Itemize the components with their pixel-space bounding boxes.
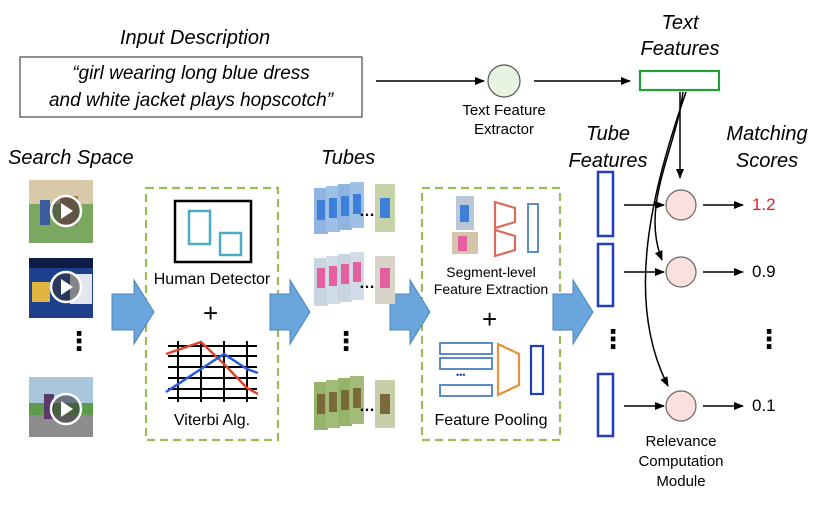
tube-features-line-1: Tube — [585, 123, 631, 145]
viterbi-label: Viterbi Alg. — [173, 412, 251, 429]
tubes-row-1-ellipsis: … — [359, 203, 375, 220]
human-detector-icon — [173, 199, 253, 264]
search-space-title: Search Space — [8, 147, 134, 169]
matching-scores-line-2: Scores — [735, 150, 799, 172]
text-features-line-1: Text — [661, 12, 699, 34]
matching-scores-title: Matching Scores — [712, 121, 822, 175]
relevance-module-label: Relevance Computation Module — [626, 432, 736, 492]
matching-node-3 — [665, 390, 697, 422]
score-2: 0.9 — [752, 262, 776, 281]
arrow-text-to-node-2 — [654, 91, 684, 261]
tube-features-title: Tube Features — [558, 121, 658, 175]
tubes-ellipsis: ⋮ — [333, 326, 359, 356]
matching-node-1 — [665, 189, 697, 221]
text-feature-extractor-line-1: Text Feature — [462, 102, 546, 119]
relevance-module-line-2: Computation — [638, 453, 724, 470]
input-description-box — [19, 56, 363, 118]
arrow-text-to-node-3 — [644, 91, 687, 387]
segment-feature-icon — [452, 196, 539, 258]
input-description-title: Input Description — [120, 27, 271, 49]
input-description-line-1: “girl wearing long blue dress — [72, 63, 310, 84]
feature-plus-sign: + — [482, 304, 498, 334]
matching-scores-ellipsis: ⋮ — [756, 324, 782, 354]
viterbi-trellis-icon — [165, 340, 259, 402]
video-thumbnail-1[interactable] — [29, 180, 93, 243]
text-features-title: Text Features — [625, 10, 735, 62]
feature-pooling-icon — [439, 342, 545, 397]
score-3: 0.1 — [752, 396, 776, 415]
tubes-row-3-ellipsis: … — [359, 398, 375, 415]
block-arrow-1 — [111, 278, 155, 346]
text-features-line-2: Features — [640, 38, 720, 60]
matching-scores-line-1: Matching — [726, 123, 808, 145]
matching-node-2 — [665, 256, 697, 288]
block-arrow-3 — [389, 278, 431, 346]
tube-feature-vector-1 — [596, 170, 615, 238]
segment-feature-line-2: Feature Extraction — [433, 281, 549, 297]
tube-row-1 — [314, 182, 395, 234]
block-arrow-4 — [552, 278, 594, 346]
human-detector-label: Human Detector — [153, 271, 271, 288]
relevance-module-line-1: Relevance — [645, 433, 717, 450]
tube-feature-vector-3 — [596, 372, 615, 438]
video-thumbnail-3[interactable] — [29, 377, 93, 437]
input-description-text: “girl wearing long blue dress and white … — [20, 60, 362, 114]
video-thumbnail-2[interactable] — [29, 258, 93, 318]
tube-features-line-2: Features — [568, 150, 648, 172]
text-features-box — [638, 69, 721, 92]
segment-feature-line-1: Segment-level — [446, 264, 536, 280]
tube-row-3 — [314, 376, 395, 430]
text-feature-extractor-line-2: Extractor — [473, 121, 534, 138]
block-arrow-2 — [269, 278, 311, 346]
tubes-row-2-ellipsis: … — [359, 275, 375, 292]
tube-feature-vector-2 — [596, 242, 615, 308]
segment-feature-label: Segment-level Feature Extraction — [422, 264, 560, 298]
search-space-ellipsis: ⋮ — [66, 326, 92, 356]
tube-row-2 — [314, 252, 395, 306]
text-feature-extractor-label: Text Feature Extractor — [444, 101, 564, 139]
text-feature-extractor-node — [487, 64, 521, 98]
input-description-line-2: and white jacket plays hopscotch” — [48, 90, 334, 111]
feature-pooling-label: Feature Pooling — [434, 412, 548, 429]
tube-features-ellipsis: ⋮ — [600, 324, 626, 354]
score-1: 1.2 — [752, 195, 776, 214]
tubes-title: Tubes — [321, 147, 376, 169]
detector-plus-sign: + — [203, 298, 219, 328]
relevance-module-line-3: Module — [656, 473, 706, 490]
pooling-ellipsis: ••• — [456, 370, 466, 380]
